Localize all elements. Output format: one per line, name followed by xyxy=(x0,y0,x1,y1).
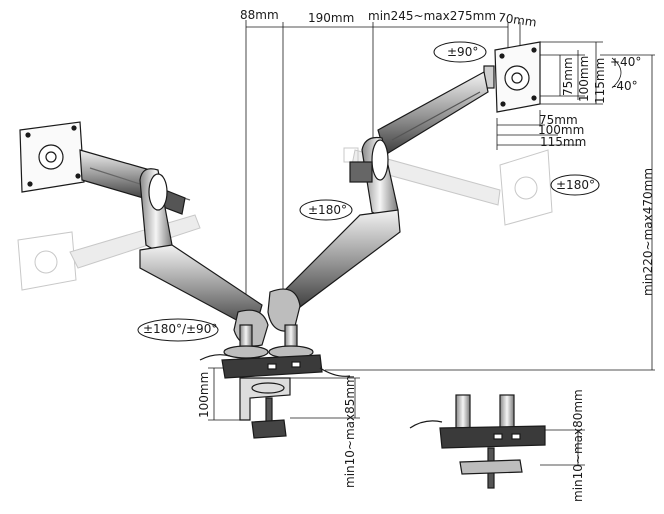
dim-height-range: min220~max470mm xyxy=(641,167,655,296)
dim-tilt-up: +40° xyxy=(610,55,642,69)
rotation-arrows xyxy=(137,41,600,342)
rotation-vesa-right: ±180° xyxy=(556,178,595,192)
rotation-arm-right: ±180° xyxy=(308,203,347,217)
dim-clamp-range: min10~max85mm xyxy=(343,375,357,488)
dim-vesa-100-h: 100mm xyxy=(538,123,585,137)
rotation-base-left: ±180°/±90° xyxy=(143,322,218,336)
desk-base xyxy=(199,324,351,439)
dim-offset-88: 88mm xyxy=(240,8,279,22)
dim-vesa-100-v: 100mm xyxy=(577,55,591,102)
dim-vesa-115-v: 115mm xyxy=(593,57,607,104)
dim-vesa-75-v: 75mm xyxy=(561,57,575,96)
grommet-base xyxy=(409,394,546,489)
vesa-plate-left xyxy=(19,121,85,193)
dim-base-height: 100mm xyxy=(197,371,211,418)
right-upper-arm xyxy=(267,71,489,332)
dim-tilt-down: -40° xyxy=(612,79,638,93)
rotation-swivel-top: ±90° xyxy=(447,45,479,59)
dim-grommet-range: min10~max80mm xyxy=(571,389,585,502)
dim-vesa-115-h: 115mm xyxy=(540,135,587,149)
vesa-plate-right xyxy=(483,41,541,113)
dim-offset-190: 190mm xyxy=(308,11,355,25)
dim-reach: min245~max275mm xyxy=(368,9,497,23)
dim-vesa-75-h: 75mm xyxy=(539,113,578,127)
